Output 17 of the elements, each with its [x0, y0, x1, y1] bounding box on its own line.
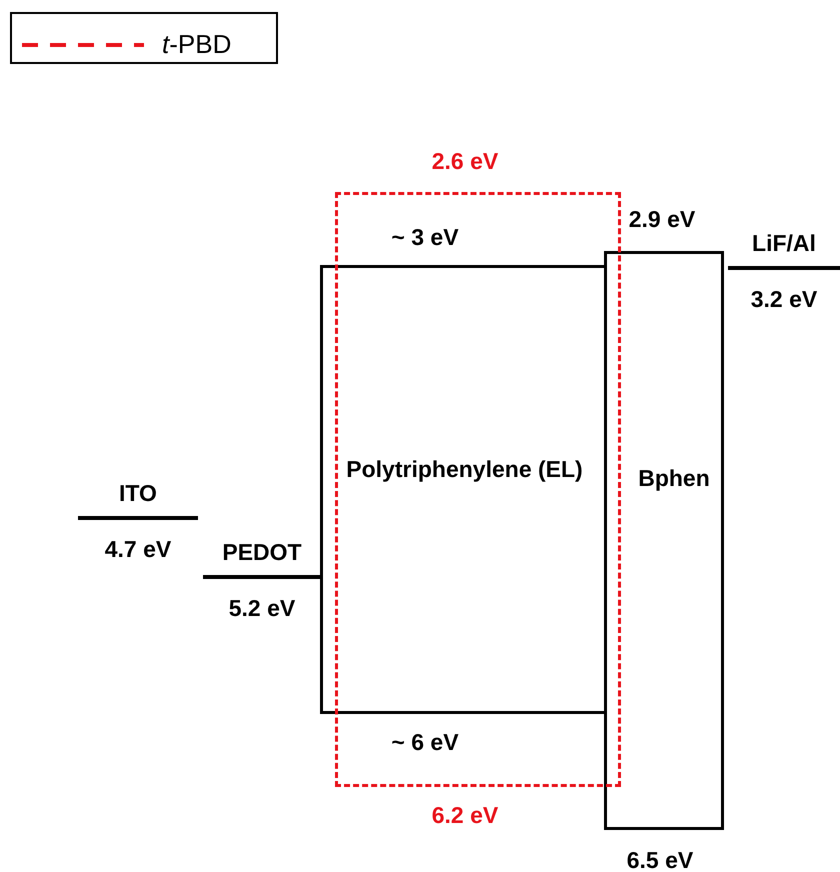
- energy-value: 6.2 eV: [430, 801, 500, 830]
- band-name: Polytriphenylene (EL): [345, 455, 584, 484]
- band-name: Bphen: [637, 464, 711, 493]
- legend-label: t-PBD: [162, 29, 232, 59]
- level-name: PEDOT: [221, 538, 303, 567]
- energy-value: 3.2 eV: [750, 285, 818, 314]
- energy-value: 2.6 eV: [430, 147, 500, 176]
- level-name: LiF/Al: [751, 229, 817, 258]
- energy-value: 4.7 eV: [104, 535, 172, 564]
- energy-value: 5.2 eV: [228, 594, 296, 623]
- energy-value: 6.5 eV: [626, 846, 694, 872]
- energy-value: ~ 6 eV: [390, 728, 460, 757]
- energy-band-box: [604, 251, 724, 830]
- energy-value: 2.9 eV: [628, 205, 696, 234]
- dashed-band-outline: [335, 192, 621, 787]
- energy-value: ~ 3 eV: [390, 223, 460, 252]
- level-name: ITO: [118, 479, 158, 508]
